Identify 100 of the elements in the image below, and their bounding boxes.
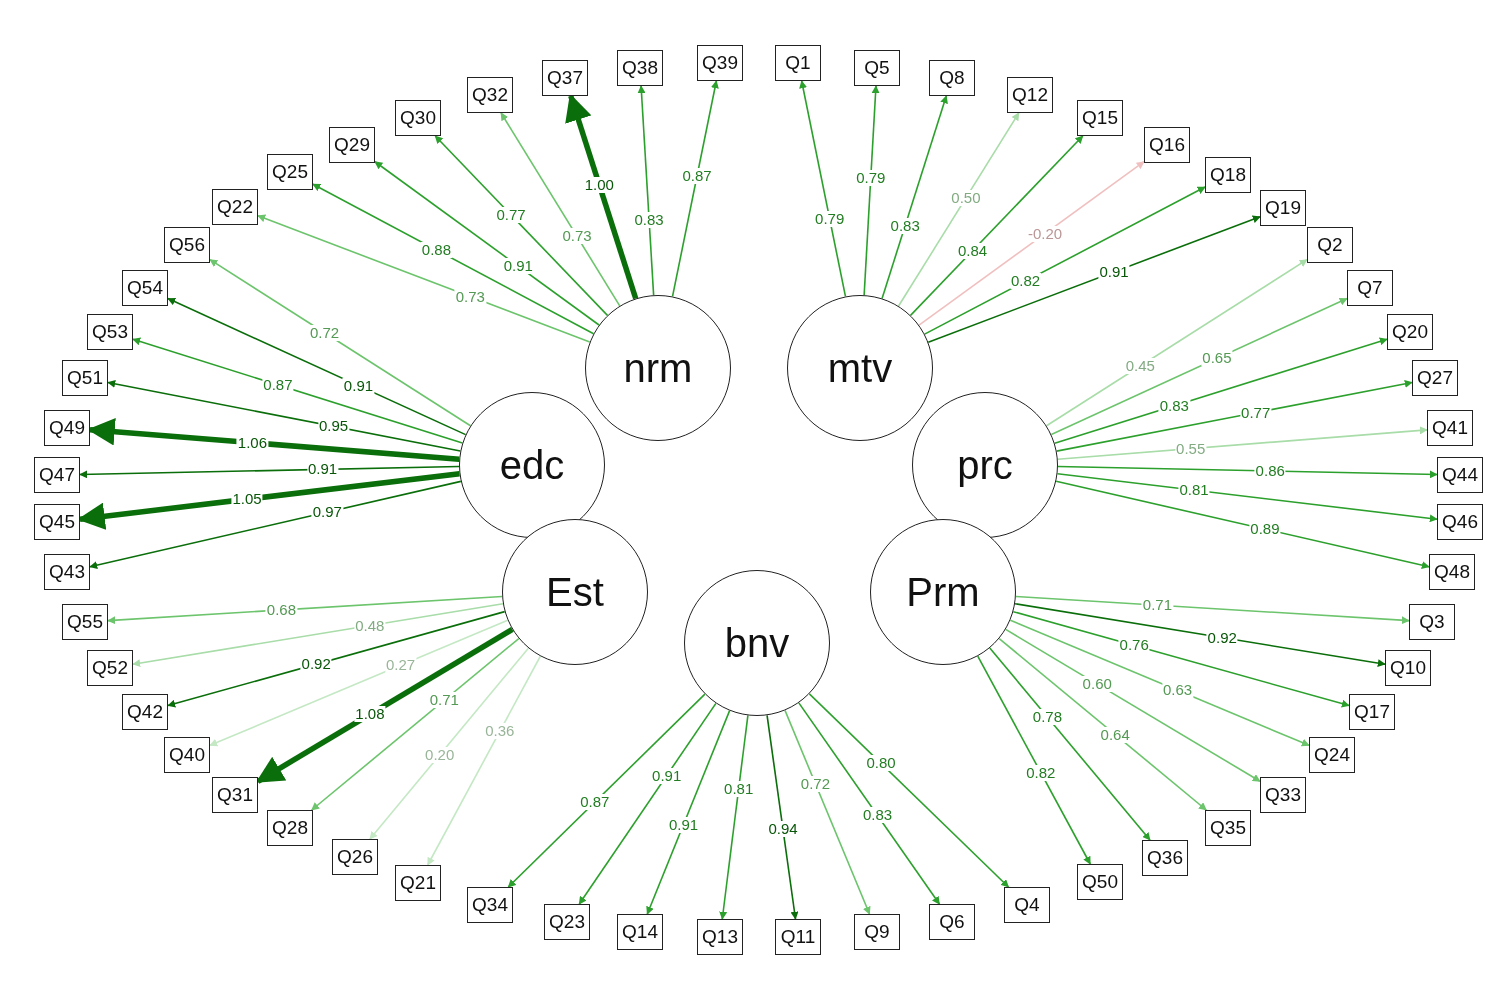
indicator-label: Q36 (1147, 847, 1183, 869)
indicator-label: Q48 (1434, 561, 1470, 583)
edge-label: 0.88 (420, 242, 453, 258)
edge-label: 0.50 (950, 189, 982, 206)
indicator-box (267, 810, 313, 846)
indicator-box (1144, 127, 1190, 163)
edge-label: 0.94 (767, 821, 799, 838)
edge-label: 0.79 (855, 170, 887, 186)
edge-label: 0.20 (424, 747, 456, 764)
arrow (1014, 603, 1386, 668)
edge-label: 0.91 (342, 377, 375, 394)
arrow (107, 595, 503, 625)
indicator-label: Q10 (1390, 657, 1426, 679)
edge-label: 0.79 (814, 210, 846, 227)
edge-label: 0.91 (651, 767, 683, 784)
edge-label: 0.82 (1025, 764, 1057, 781)
arrow (167, 297, 467, 436)
arrow (976, 655, 1092, 865)
arrow (434, 135, 609, 317)
indicator-box (1409, 604, 1455, 640)
edge-label: 0.83 (861, 807, 894, 824)
arrow (637, 85, 655, 296)
indicator-box (122, 694, 168, 730)
indicator-label: Q45 (39, 511, 75, 533)
arrow (798, 702, 941, 905)
indicator-label: Q34 (472, 894, 508, 916)
edge-label: 0.45 (1124, 357, 1156, 374)
edge-label: 0.77 (495, 206, 527, 223)
edge-label: 0.72 (799, 775, 831, 792)
indicator-box (697, 919, 743, 955)
indicator-label: Q51 (67, 367, 103, 389)
indicator-box (87, 650, 133, 686)
indicator-box (164, 227, 210, 263)
arrow (927, 215, 1261, 343)
indicator-label: Q1 (785, 52, 811, 74)
latent-label: mtv (827, 345, 893, 391)
indicator-label: Q27 (1417, 367, 1453, 389)
indicator-box (34, 457, 80, 493)
indicator-box (775, 45, 821, 81)
indicator-box (1412, 360, 1458, 396)
edge-label: 0.91 (502, 258, 534, 275)
arrow (998, 637, 1208, 811)
edge-label: 0.83 (1158, 397, 1190, 414)
arrow (766, 714, 799, 920)
arrow (1055, 379, 1413, 452)
indicator-box (854, 50, 900, 86)
edge-label: 0.87 (579, 794, 611, 811)
edge-label: 0.81 (723, 780, 755, 797)
indicator-label: Q37 (547, 67, 583, 89)
indicator-label: Q53 (92, 321, 128, 343)
indicator-box (1007, 77, 1053, 113)
indicator-label: Q55 (67, 611, 103, 633)
arrow (578, 702, 717, 905)
indicator-label: Q47 (39, 464, 75, 486)
latent-label: Prm (906, 569, 980, 615)
edge-label: 0.73 (454, 288, 486, 305)
edge-label: 0.87 (262, 376, 294, 393)
latent-label: edc (499, 442, 565, 488)
edge-label: 0.80 (865, 755, 897, 772)
arrow (897, 112, 1020, 307)
indicator-box (1387, 314, 1433, 350)
indicator-label: Q2 (1317, 234, 1343, 256)
indicator-label: Q33 (1265, 784, 1301, 806)
arrow (500, 112, 621, 307)
indicator-label: Q5 (864, 57, 890, 79)
indicator-label: Q6 (939, 911, 965, 933)
arrow (1056, 426, 1428, 460)
arrow (426, 655, 542, 866)
indicator-label: Q15 (1082, 107, 1118, 129)
indicator-label: Q19 (1265, 197, 1301, 219)
edge-label: 0.71 (428, 692, 460, 709)
edge-label: 0.36 (484, 723, 516, 740)
edge-label: 0.73 (561, 228, 593, 245)
arrow (107, 379, 462, 452)
arrow (1009, 619, 1310, 747)
edge-label: 0.27 (384, 657, 417, 674)
indicator-label: Q3 (1419, 611, 1445, 633)
indicator-label: Q39 (702, 52, 738, 74)
indicator-box (929, 60, 975, 96)
indicator-box (329, 127, 375, 163)
indicator-box (164, 737, 210, 773)
arrow (1012, 610, 1350, 708)
indicator-label: Q40 (169, 744, 205, 766)
indicator-label: Q56 (169, 234, 205, 256)
indicator-box (697, 45, 743, 81)
edge-label: 0.63 (1162, 682, 1194, 699)
indicator-box (617, 914, 663, 950)
edge-label: 0.65 (1201, 350, 1233, 367)
arrow (1056, 472, 1438, 523)
indicator-label: Q38 (622, 57, 658, 79)
indicator-label: Q20 (1392, 321, 1428, 343)
edge-label: 0.72 (309, 324, 341, 341)
arrow (79, 465, 460, 479)
indicator-box (44, 554, 90, 590)
arrow (89, 480, 462, 569)
indicator-box (617, 50, 663, 86)
arrow (918, 160, 1145, 326)
indicator-box (1385, 650, 1431, 686)
indicator-label: Q49 (49, 417, 85, 439)
arrow (1050, 297, 1348, 436)
